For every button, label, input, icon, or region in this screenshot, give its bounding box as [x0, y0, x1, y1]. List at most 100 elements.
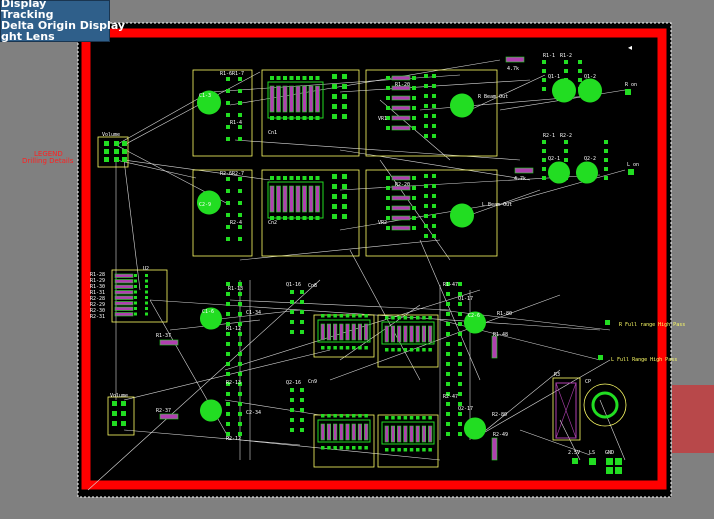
resistor-body — [351, 323, 356, 341]
resistor-body — [302, 185, 307, 213]
pad — [422, 448, 426, 452]
pad — [238, 177, 242, 181]
pad — [321, 446, 325, 450]
label-r-on: R on — [625, 82, 637, 88]
pad — [226, 372, 230, 376]
pad — [300, 388, 304, 392]
pad — [145, 279, 148, 283]
resistor-body — [295, 85, 301, 113]
pad — [578, 60, 582, 64]
pad — [428, 448, 432, 452]
label-c1-6: C1-6 — [202, 309, 214, 315]
pad — [424, 114, 428, 118]
pad — [542, 176, 546, 180]
menu-item-light-lens[interactable]: ght Lens — [1, 30, 55, 43]
label-r1-80: R1-80 — [497, 311, 512, 317]
pad — [309, 176, 313, 180]
display-menu: Display Tracking Delta Origin Display gh… — [0, 0, 125, 43]
label-cp: CP — [585, 379, 591, 385]
pad — [432, 124, 436, 128]
pad — [302, 76, 307, 80]
resistor-body — [390, 325, 396, 343]
pad — [572, 458, 578, 464]
label-r2-47: R2-47 — [443, 394, 458, 400]
label-r3: R3 — [554, 372, 560, 378]
pad — [458, 312, 462, 316]
pad — [238, 282, 242, 286]
resistor-body — [357, 423, 363, 441]
pad — [238, 189, 242, 193]
resistor-body — [391, 115, 411, 121]
pad — [332, 114, 337, 119]
pad — [542, 87, 546, 91]
pad — [321, 314, 325, 318]
label-r1-4: R1-4 — [230, 120, 242, 126]
resistor-body — [415, 425, 420, 443]
pad — [134, 301, 137, 305]
label-r1-1: R1-1 — [543, 53, 555, 59]
pad — [276, 176, 281, 180]
pad — [432, 74, 436, 78]
pad — [238, 412, 242, 416]
pad — [424, 104, 428, 108]
pad — [238, 332, 242, 336]
pad — [628, 169, 634, 175]
resistor-body — [391, 195, 411, 201]
pad — [403, 448, 408, 452]
pad — [300, 428, 304, 432]
pad — [238, 352, 242, 356]
resistor-body — [390, 425, 396, 443]
pad — [424, 174, 428, 178]
resistor-body — [428, 325, 433, 343]
menu-item-tracking[interactable]: Tracking — [1, 8, 54, 21]
pad — [332, 204, 337, 209]
pad — [112, 401, 117, 406]
pad — [422, 316, 426, 320]
pad — [432, 84, 436, 88]
pad — [385, 416, 389, 420]
label-r1-29: R1-29 — [90, 278, 105, 284]
pad — [290, 428, 294, 432]
pad — [446, 282, 450, 286]
menu-item-display[interactable]: Display — [1, 0, 47, 10]
pad — [332, 74, 337, 79]
resistor-body — [415, 325, 420, 343]
component-bodies — [267, 81, 619, 445]
label-r1-2: R1-2 — [560, 53, 572, 59]
side-panel-tab[interactable] — [672, 385, 714, 453]
pad — [432, 234, 436, 238]
menu-item-delta-origin-display[interactable]: Delta Origin Display — [1, 19, 126, 32]
label-r2-29: R2-29 — [90, 302, 105, 308]
pad — [226, 412, 230, 416]
pad — [386, 116, 390, 120]
pad — [134, 285, 137, 288]
pad — [321, 346, 325, 350]
pad — [238, 125, 242, 129]
pad — [270, 216, 274, 220]
pad — [309, 76, 313, 80]
resistor-body — [282, 185, 288, 213]
pad — [386, 176, 390, 180]
legend-title: LEGEND — [34, 150, 63, 158]
label-r1-28: R1-28 — [90, 272, 105, 278]
resistor-body — [391, 205, 411, 211]
pad — [458, 352, 462, 356]
pad — [327, 346, 331, 350]
pad — [327, 414, 331, 418]
pad — [134, 290, 137, 294]
resistor-body — [421, 325, 427, 343]
pad — [412, 116, 416, 120]
pad — [342, 104, 347, 109]
pad — [432, 204, 436, 208]
pad — [412, 176, 416, 180]
label-r1-31: R1-31 — [90, 290, 105, 296]
resistor-body — [409, 325, 414, 343]
label-r1-37: R1-37 — [156, 333, 171, 339]
pad — [564, 78, 568, 82]
pad — [358, 314, 362, 318]
pad — [358, 346, 362, 350]
pad — [615, 458, 622, 465]
pad — [342, 214, 347, 219]
pad — [226, 352, 230, 356]
